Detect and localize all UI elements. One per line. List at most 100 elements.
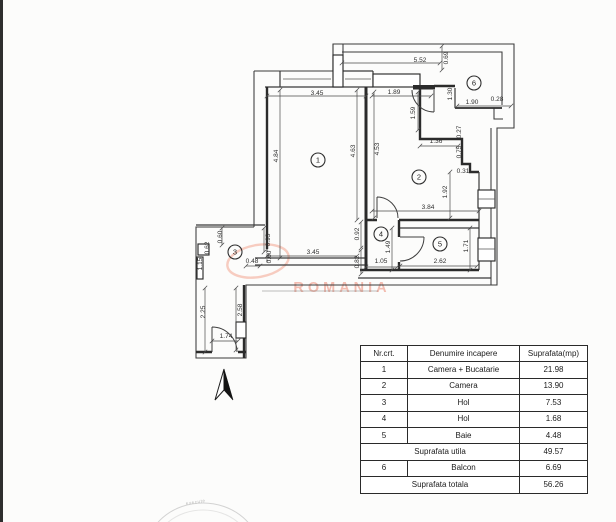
- dimension-tick: [467, 225, 473, 231]
- dimension-tick: [358, 245, 364, 251]
- dimension-tick: [243, 263, 249, 269]
- dimension-tick: [363, 93, 369, 99]
- table-cell: 21.98: [519, 361, 588, 379]
- dimension-tick: [209, 338, 215, 344]
- stamp-text: execute: [185, 498, 206, 506]
- dimension-label: 1.30: [447, 87, 454, 100]
- dimension-label: 0.27: [456, 125, 463, 138]
- dimension-tick: [202, 349, 208, 355]
- dimension-tick: [261, 249, 267, 255]
- dimension-label: 0.92: [354, 227, 361, 240]
- dimension-label: 1.90: [466, 99, 479, 106]
- dimension-label: 0.82: [354, 255, 361, 268]
- dimension-label: 0.31: [457, 168, 470, 175]
- dimension-tick: [389, 267, 395, 273]
- scan-edge-strip: [0, 0, 3, 522]
- dimension-tick: [264, 253, 270, 259]
- dimension-tick: [389, 225, 395, 231]
- table-cell: Hol: [407, 410, 520, 428]
- dimension-tick: [339, 60, 345, 66]
- dimension-label: 4.53: [374, 142, 381, 155]
- dimension-label: 2.62: [434, 258, 447, 265]
- dimension-label: 1.49: [385, 240, 392, 253]
- dimension-tick: [233, 347, 239, 353]
- walls: [196, 54, 502, 358]
- wall-pier: [372, 73, 421, 88]
- dimension-tick: [397, 263, 403, 269]
- dimension-label: 0.60: [217, 230, 224, 243]
- dimension-label: 0.93: [265, 233, 272, 246]
- dimension-tick: [415, 89, 421, 95]
- table-cell: Suprafata utila: [360, 443, 520, 461]
- dimension-label: 3.84: [422, 204, 435, 211]
- dimension-tick: [354, 217, 360, 223]
- table-cell: Baie: [407, 426, 520, 445]
- dimension-tick: [437, 60, 443, 66]
- table-cell: 4: [360, 410, 408, 428]
- room-number: 6: [472, 79, 476, 88]
- dimension-tick: [261, 225, 267, 231]
- dimension-tick: [264, 93, 270, 99]
- watermark-text: ROMANIA: [293, 280, 390, 296]
- watermark: ROMANIA: [226, 243, 390, 296]
- table-cell: 1: [360, 361, 408, 379]
- room-number: 5: [438, 240, 442, 249]
- window-radiator: [477, 237, 496, 262]
- dimension-tick: [371, 89, 377, 95]
- dimension-label: 0.28: [491, 96, 504, 103]
- column-header: Suprafata(mp): [519, 344, 588, 363]
- dimension-label: 1.92: [442, 185, 449, 198]
- room-number-badge: [310, 152, 326, 168]
- watermark-ellipse-logo: [226, 243, 290, 279]
- table-cell: Hol: [407, 394, 520, 412]
- door-swings: [211, 89, 435, 353]
- dimension-label: 1.36: [430, 138, 443, 145]
- round-stamp: execute: [157, 498, 249, 522]
- column-header: Nr.crt.: [360, 344, 408, 363]
- dimension-tick: [455, 143, 461, 149]
- table-cell: Balcon: [407, 459, 520, 478]
- dimension-label: 0.60: [266, 250, 273, 263]
- dimension-label: 3.45: [307, 249, 320, 256]
- room-number: 4: [379, 230, 383, 239]
- dimension-tick: [358, 247, 364, 253]
- dimension-tick: [358, 271, 364, 277]
- dimension-tick: [394, 264, 400, 270]
- table-cell: 5: [360, 426, 408, 445]
- dimension-tick: [354, 87, 360, 93]
- dimension-tick: [508, 103, 514, 109]
- table-cell: Suprafata totala: [360, 476, 520, 494]
- dimension-label: 1.05: [375, 258, 388, 265]
- dimension-tick: [415, 127, 421, 133]
- table-cell: Camera: [407, 377, 520, 396]
- dimension-label: 1.59: [410, 106, 417, 119]
- column-header: Denumire incapere: [407, 344, 520, 363]
- dimension-label: 2.25: [200, 305, 207, 318]
- dimension-label: 5.52: [414, 57, 427, 64]
- north-arrow-icon: [214, 368, 234, 401]
- dimension-tick: [447, 215, 453, 221]
- room-number-badge: [432, 236, 448, 252]
- table-cell: Camera + Bucatarie: [407, 361, 520, 379]
- dimension-label: 1.15: [197, 257, 204, 270]
- table-cell: 49.57: [519, 443, 588, 461]
- table-cell: 1.68: [519, 410, 588, 428]
- dimension-tick: [428, 93, 434, 99]
- dimension-tick: [235, 338, 241, 344]
- dimension-tick: [371, 215, 377, 221]
- dimension-tick: [439, 67, 445, 73]
- table-cell: 3: [360, 394, 408, 412]
- dimension-tick: [454, 103, 460, 109]
- dimension-tick: [202, 285, 208, 291]
- dimension-tick: [257, 263, 263, 269]
- dimension-label: 3.45: [311, 90, 324, 97]
- door-lintel: [413, 85, 435, 90]
